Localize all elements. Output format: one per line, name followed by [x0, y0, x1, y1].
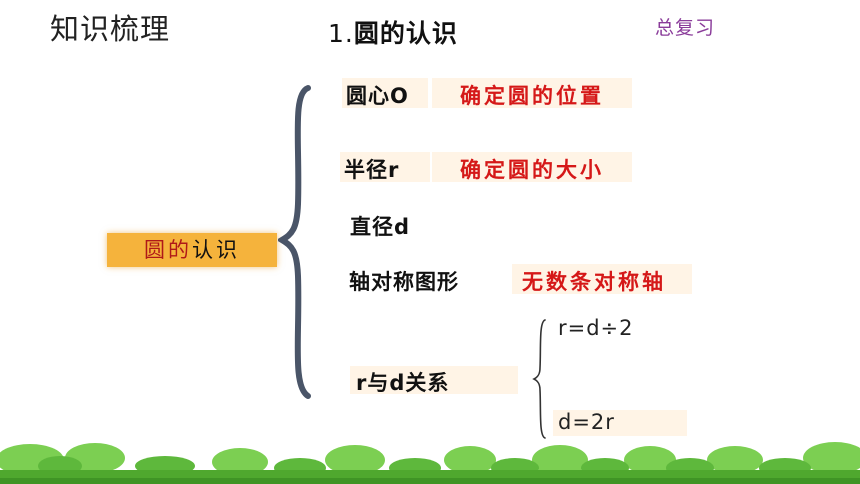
item-term-center: 圆心O: [346, 84, 409, 108]
note-highlight-radius: [432, 152, 632, 182]
large-brace-icon: [278, 85, 311, 399]
relation-radius-formula: r=d÷2: [558, 316, 634, 340]
grass-decoration-icon: [0, 442, 860, 484]
small-brace-icon: [532, 319, 546, 439]
item-highlight-center: [342, 78, 428, 108]
relation-highlight: [553, 410, 687, 436]
item-note-radius: 确定圆的大小: [460, 158, 604, 182]
item-note-symmetry: 无数条对称轴: [522, 270, 666, 294]
item-term-radius: 半径r: [344, 158, 400, 182]
slide-number: 1.: [328, 19, 354, 48]
item-term-diameter: 直径d: [350, 215, 411, 239]
note-highlight-symmetry: [512, 264, 692, 294]
item-term-symmetry: 轴对称图形: [349, 270, 459, 294]
main-label-part2: 认识: [192, 238, 240, 262]
main-label-part1: 圆的: [144, 238, 192, 262]
main-concept-label: 圆的认识: [107, 233, 277, 267]
section-title: 知识梳理: [50, 12, 171, 46]
item-term-relation: r与d关系: [356, 371, 450, 395]
item-note-center: 确定圆的位置: [460, 84, 604, 108]
note-highlight-center: [432, 78, 632, 108]
review-tag: 总复习: [655, 17, 716, 39]
item-highlight-radius: [340, 152, 430, 182]
item-highlight-relation: [350, 366, 518, 394]
slide-title-text: 圆的认识: [353, 19, 458, 48]
slide-title: 1.圆的认识: [328, 14, 458, 50]
relation-diameter-formula: d=2r: [558, 410, 615, 434]
